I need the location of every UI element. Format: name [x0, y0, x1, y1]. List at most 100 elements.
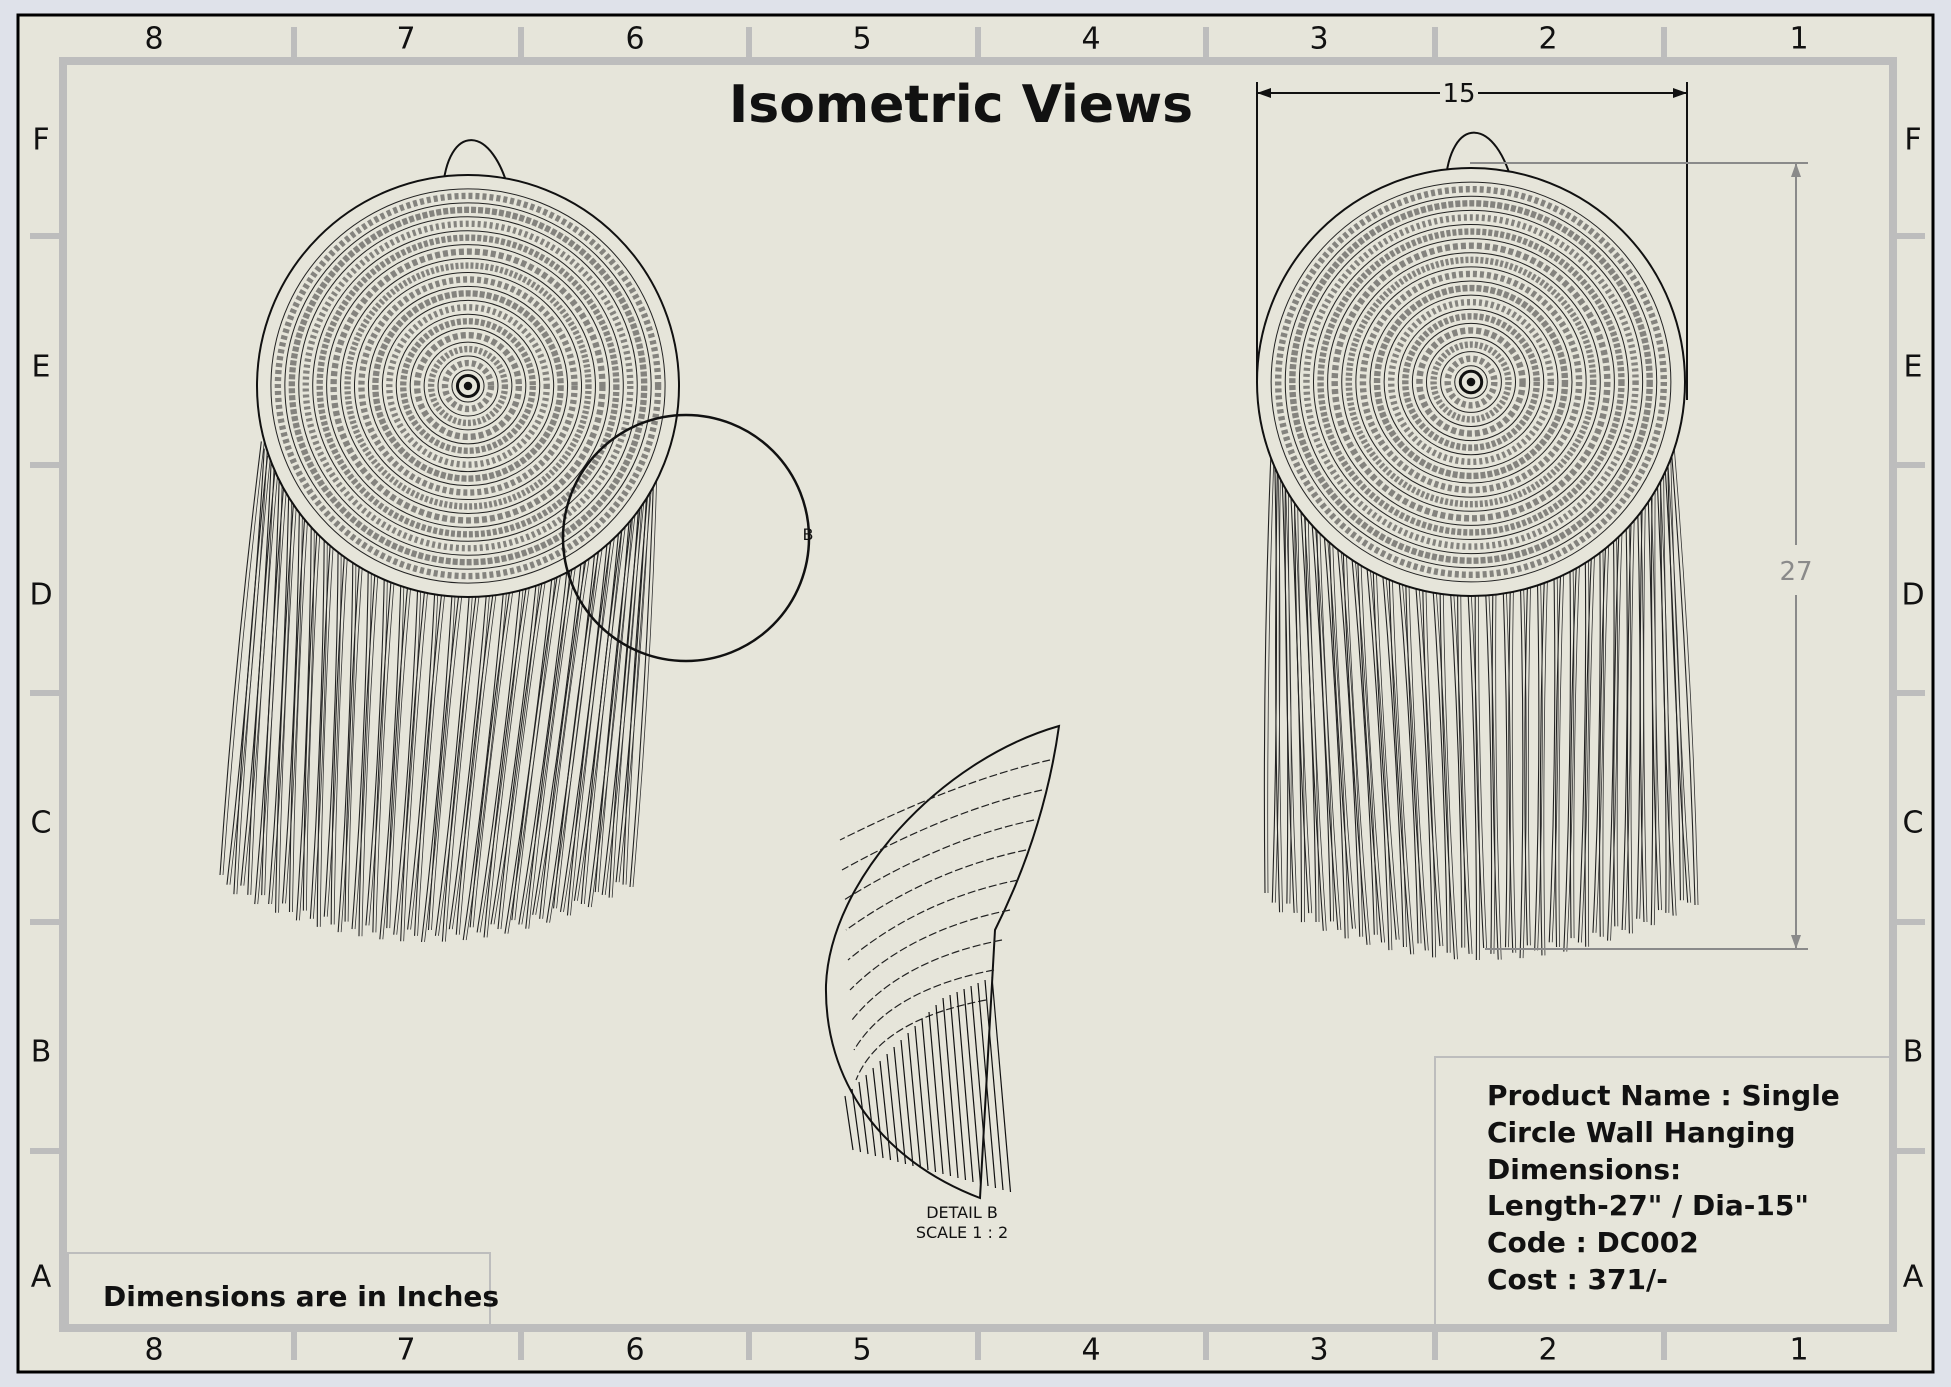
fringe-strand — [1654, 473, 1662, 911]
fringe-strand — [444, 564, 484, 942]
weave-ring — [1270, 181, 1672, 583]
fringe-strand — [1382, 545, 1407, 948]
weave-pattern — [316, 234, 620, 538]
fringe-strand — [250, 469, 279, 895]
fringe-strand — [1297, 480, 1313, 914]
fringe-strand — [1616, 510, 1624, 927]
row-label: B — [1903, 1035, 1924, 1070]
fringe-strand — [1287, 466, 1298, 913]
fringe-strand — [319, 527, 335, 927]
fringe-strand — [622, 448, 653, 885]
fringe-strand — [469, 558, 516, 928]
fringe-strand — [486, 553, 535, 938]
fringe-strand — [556, 512, 608, 909]
detail-weave — [845, 849, 1027, 931]
weave-ring — [1425, 336, 1517, 428]
fringe-strand — [219, 441, 262, 876]
weave-ring — [1397, 308, 1545, 456]
detail-fringe — [956, 991, 974, 1183]
fringe-strand — [1522, 558, 1527, 959]
fringe-strand — [261, 482, 285, 896]
fringe-strand — [1328, 515, 1354, 929]
fringe-strand — [472, 558, 518, 928]
weave-ring — [1383, 294, 1559, 470]
fringe-strand — [1537, 554, 1543, 951]
fringe-strand — [222, 441, 265, 876]
fringe-strand — [1367, 538, 1393, 951]
fringe-strand — [580, 489, 628, 905]
detail-circle-b[interactable] — [561, 413, 811, 663]
weave-ring — [451, 369, 485, 403]
fringe-strand — [309, 522, 325, 919]
column-label: 2 — [1538, 22, 1557, 57]
fringe-strand — [1318, 504, 1342, 930]
fringe-strand — [1663, 459, 1677, 916]
fringe-strand — [451, 563, 493, 930]
fringe-strand — [1263, 438, 1273, 894]
fringe-strand — [1331, 515, 1356, 929]
fringe-strand — [375, 556, 397, 933]
fringe-strand — [514, 540, 567, 921]
dimension-width[interactable]: 15 — [1256, 79, 1688, 400]
column-label: 6 — [625, 1333, 644, 1368]
fringe-strand — [340, 540, 357, 933]
fringe-strand — [1501, 561, 1508, 948]
detail-fringe — [886, 1053, 899, 1163]
weave-pattern — [358, 276, 578, 496]
fringe-strand — [1341, 525, 1368, 945]
fringe-strand — [1539, 552, 1546, 956]
detail-weave — [839, 759, 1051, 841]
fringe-strand — [312, 522, 328, 919]
fringe-strand — [386, 560, 411, 929]
center-button — [1458, 369, 1484, 395]
weave-pattern — [1274, 185, 1668, 579]
row-label: D — [1901, 578, 1924, 613]
fringe-strand — [400, 563, 428, 942]
fringe-strand — [1267, 438, 1275, 894]
fringe-strand — [1344, 525, 1371, 945]
fringe-strand — [1483, 563, 1493, 954]
fringe-strand — [1534, 554, 1540, 951]
row-label: C — [31, 806, 52, 841]
fringe-strand — [299, 512, 315, 921]
weave-ring — [284, 202, 652, 570]
fringe-strand — [1451, 562, 1466, 948]
dimension-length-value: 27 — [1779, 557, 1812, 587]
fringe-strand — [351, 547, 370, 930]
fringe-strand — [1643, 486, 1648, 923]
fringe-strand — [1293, 480, 1310, 914]
column-label: 1 — [1789, 1333, 1808, 1368]
fringe-strand — [1469, 563, 1481, 960]
weave-ring — [367, 285, 569, 487]
fringe-strand — [1573, 538, 1581, 939]
fringe-strand — [1626, 498, 1633, 934]
weave-pattern — [1331, 242, 1611, 522]
detail-marker: B — [803, 525, 814, 544]
title-block-dimensions: Length-27" / Dia-15" — [1487, 1189, 1809, 1222]
fringe-strand — [1474, 563, 1485, 949]
fringe-strand — [361, 550, 380, 937]
fringe-strand — [1448, 562, 1463, 948]
fringe-strand — [1577, 534, 1587, 943]
row-label: B — [31, 1035, 52, 1070]
weave-pattern — [1444, 355, 1498, 409]
dimension-length[interactable]: 27 — [1470, 162, 1813, 950]
fringe-strand — [1543, 552, 1549, 956]
detail-label: DETAIL B — [926, 1203, 998, 1222]
fringe-strand — [448, 563, 490, 930]
detail-outline — [824, 724, 1061, 1200]
fringe-strand — [1519, 558, 1524, 959]
detail-fringe — [865, 1074, 877, 1157]
fringe-strand — [264, 482, 288, 896]
weave-ring — [423, 341, 513, 431]
fringe-strand — [1374, 542, 1400, 940]
fringe-strand — [608, 462, 646, 898]
weave-pattern — [1387, 298, 1555, 466]
weave-pattern — [344, 262, 592, 510]
row-label: F — [32, 123, 49, 158]
fringe-strand — [1670, 445, 1692, 903]
fringe-strand — [1606, 515, 1615, 941]
fringe-strand — [1391, 549, 1415, 955]
fringe-strand — [414, 564, 446, 936]
title-block-product-name: Product Name : Single — [1487, 1079, 1840, 1112]
